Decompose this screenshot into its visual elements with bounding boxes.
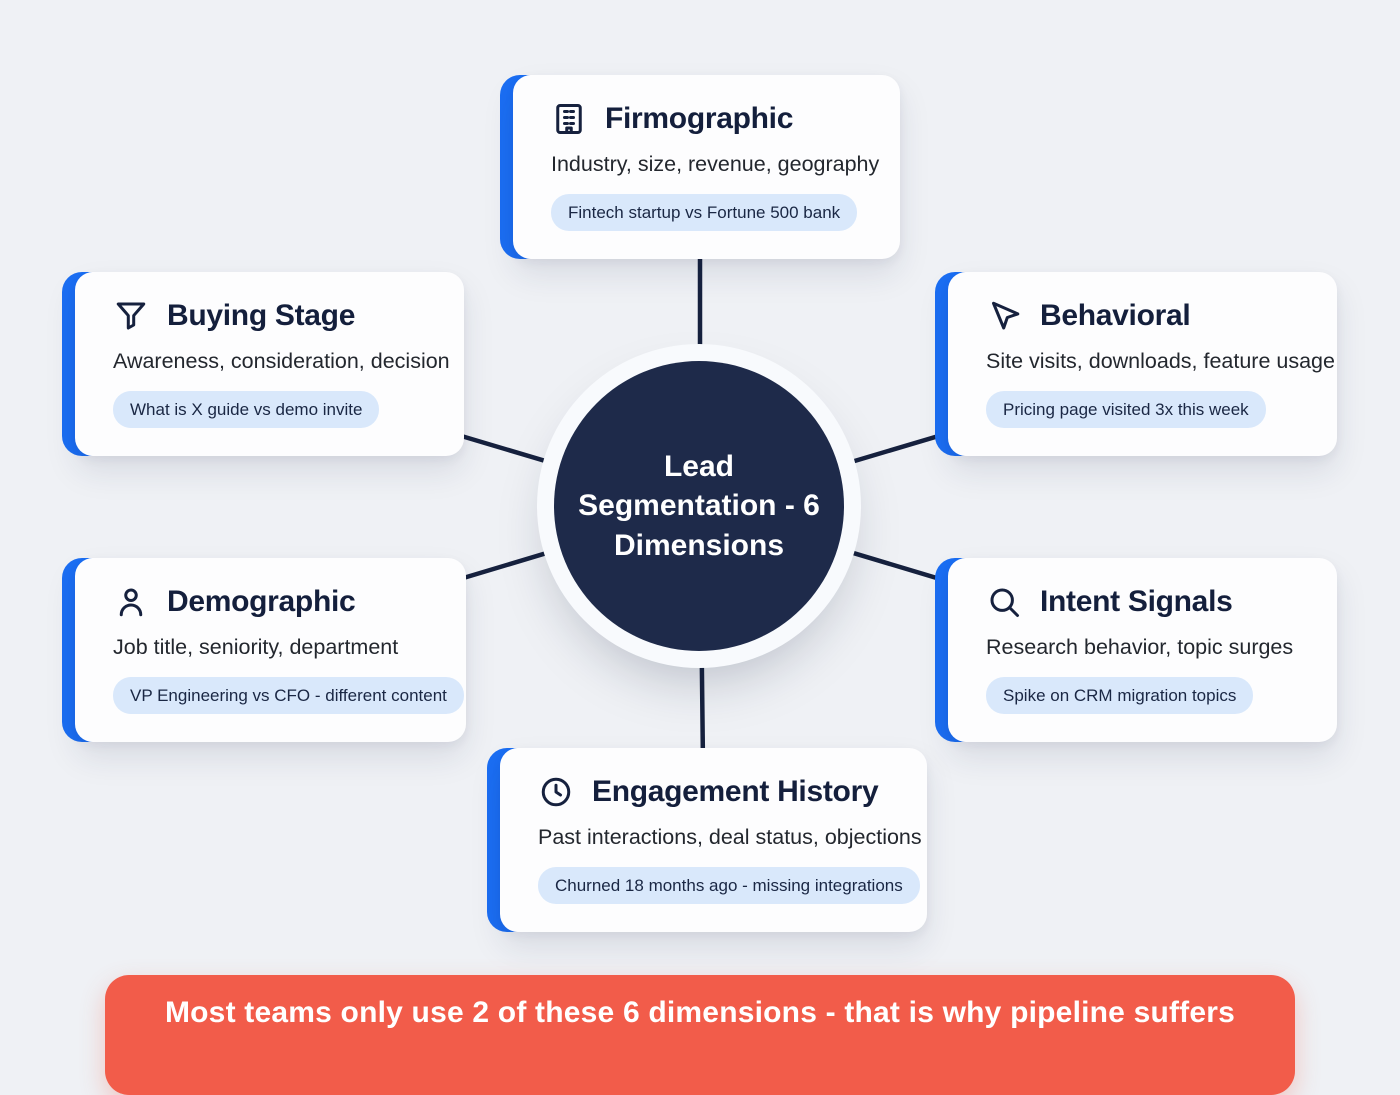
card-example-pill: Pricing page visited 3x this week [986,391,1266,428]
card-content: Demographic Job title, seniority, depart… [75,558,466,742]
card-title: Buying Stage [167,299,356,332]
card-example-pill: Spike on CRM migration topics [986,677,1254,714]
funnel-icon [113,298,149,334]
card-description: Past interactions, deal status, objectio… [538,825,922,849]
search-icon [986,584,1022,620]
card-behavioral: Behavioral Site visits, downloads, featu… [935,272,1337,456]
card-title: Engagement History [592,775,879,808]
card-firmographic: Firmographic Industry, size, revenue, ge… [500,75,900,259]
card-header: Buying Stage [113,298,438,334]
card-content: Engagement History Past interactions, de… [500,748,927,932]
center-hub-title: Lead Segmentation - 6 Dimensions [578,449,820,562]
card-engagement-history: Engagement History Past interactions, de… [487,748,927,932]
center-hub: Lead Segmentation - 6 Dimensions [554,361,844,651]
cursor-icon [986,298,1022,334]
clock-icon [538,774,574,810]
card-title: Behavioral [1040,299,1191,332]
card-content: Buying Stage Awareness, consideration, d… [75,272,464,456]
card-description: Site visits, downloads, feature usage [986,349,1335,373]
card-description: Research behavior, topic surges [986,635,1294,659]
card-buying-stage: Buying Stage Awareness, consideration, d… [62,272,464,456]
card-demographic: Demographic Job title, seniority, depart… [62,558,466,742]
card-title: Demographic [167,585,356,618]
card-example-pill: VP Engineering vs CFO - different conten… [113,677,464,714]
card-content: Firmographic Industry, size, revenue, ge… [513,75,900,259]
person-icon [113,584,149,620]
card-header: Demographic [113,584,440,620]
building-icon [551,101,587,137]
card-title: Firmographic [605,102,794,135]
lead-segmentation-infographic: Firmographic Industry, size, revenue, ge… [62,75,1337,1095]
card-title: Intent Signals [1040,585,1233,618]
card-description: Awareness, consideration, decision [113,349,450,373]
card-header: Engagement History [538,774,901,810]
banner-text: Most teams only use 2 of these 6 dimensi… [164,996,1236,1029]
card-description: Industry, size, revenue, geography [551,152,880,176]
card-content: Intent Signals Research behavior, topic … [948,558,1337,742]
card-content: Behavioral Site visits, downloads, featu… [948,272,1337,456]
bottom-banner: Most teams only use 2 of these 6 dimensi… [105,975,1295,1095]
card-intent-signals: Intent Signals Research behavior, topic … [935,558,1337,742]
card-header: Intent Signals [986,584,1311,620]
card-example-pill: What is X guide vs demo invite [113,391,380,428]
card-description: Job title, seniority, department [113,635,399,659]
card-header: Firmographic [551,101,874,137]
card-example-pill: Fintech startup vs Fortune 500 bank [551,194,858,231]
card-header: Behavioral [986,298,1311,334]
card-example-pill: Churned 18 months ago - missing integrat… [538,867,920,904]
